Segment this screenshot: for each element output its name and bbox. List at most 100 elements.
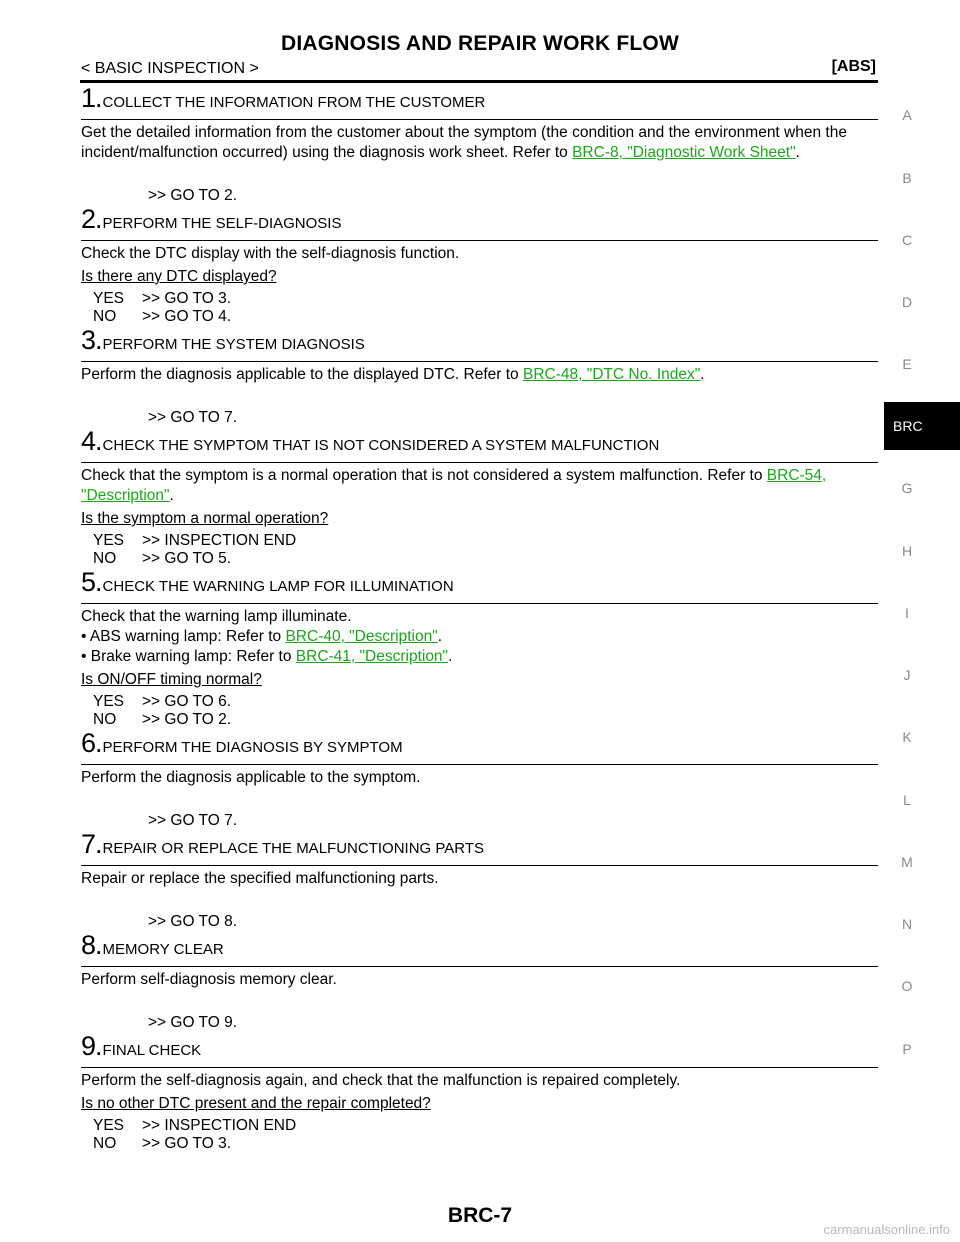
step-header: 8. MEMORY CLEAR [81, 930, 878, 962]
goto-instruction: >> GO TO 9. [148, 1014, 238, 1031]
page-number: BRC-7 [447, 1204, 513, 1227]
step-description: Perform the diagnosis applicable to the … [81, 769, 421, 786]
answer-value: >> INSPECTION END [142, 1117, 297, 1134]
step-divider [81, 240, 878, 241]
answer-value: >> GO TO 3. [142, 290, 232, 307]
answer-key: NO [93, 550, 117, 567]
step-3: 3. PERFORM THE SYSTEM DIAGNOSIS Perform … [81, 327, 878, 427]
bullet-item: • ABS warning lamp: Refer to BRC-40, "De… [81, 627, 878, 647]
step-title: REPAIR OR REPLACE THE MALFUNCTIONING PAR… [102, 840, 484, 857]
step-number: 1. [81, 83, 103, 113]
index-tab-h[interactable]: H [901, 543, 913, 559]
step-divider [81, 119, 878, 120]
step-question: Is no other DTC present and the repair c… [81, 1095, 431, 1112]
section-index-tabs: A B C D E BRC G H I J K L M N O P [884, 0, 960, 1242]
step-title: PERFORM THE SELF-DIAGNOSIS [102, 215, 342, 232]
step-number: 6. [81, 728, 103, 758]
step-title: PERFORM THE SYSTEM DIAGNOSIS [102, 336, 365, 353]
step-title: FINAL CHECK [102, 1042, 202, 1059]
bullet-text: • ABS warning lamp: Refer to [81, 628, 286, 645]
step-description: Repair or replace the specified malfunct… [81, 870, 439, 887]
index-tab-brc[interactable]: BRC [884, 402, 960, 450]
index-tab-m[interactable]: M [901, 854, 913, 870]
index-tab-p[interactable]: P [902, 1041, 912, 1057]
reference-link[interactable]: BRC-41, "Description" [295, 648, 449, 665]
step-1: 1. COLLECT THE INFORMATION FROM THE CUST… [81, 83, 878, 205]
answer-key: YES [93, 532, 125, 549]
index-tab-o[interactable]: O [901, 978, 913, 994]
index-tab-a[interactable]: A [902, 107, 912, 123]
index-tab-k[interactable]: K [902, 729, 912, 745]
step-number: 8. [81, 930, 103, 960]
index-tab-j[interactable]: J [903, 667, 911, 683]
answer-value: >> GO TO 4. [142, 308, 232, 325]
step-header: 6. PERFORM THE DIAGNOSIS BY SYMPTOM [81, 728, 878, 760]
bullet-text: • Brake warning lamp: Refer to [81, 648, 296, 665]
answer-list: YES>> GO TO 3. NO>> GO TO 4. [93, 290, 878, 326]
reference-link[interactable]: BRC-48, "DTC No. Index" [522, 366, 701, 383]
goto-instruction: >> GO TO 2. [148, 187, 238, 204]
step-question: Is ON/OFF timing normal? [81, 671, 262, 688]
index-tab-i[interactable]: I [905, 605, 909, 621]
reference-link[interactable]: BRC-54, "Description" [81, 467, 827, 504]
reference-link[interactable]: BRC-40, "Description" [285, 628, 438, 645]
index-tab-l[interactable]: L [903, 792, 911, 808]
index-tab-c[interactable]: C [901, 232, 913, 248]
step-title: PERFORM THE DIAGNOSIS BY SYMPTOM [102, 739, 403, 756]
bullet-text: . [448, 648, 453, 665]
index-tab-g[interactable]: G [901, 480, 913, 496]
answer-key: NO [93, 1135, 117, 1152]
answer-row: YES>> GO TO 3. [93, 290, 878, 308]
goto-instruction: >> GO TO 7. [148, 812, 238, 829]
step-5: 5. CHECK THE WARNING LAMP FOR ILLUMINATI… [81, 567, 878, 729]
step-divider [81, 966, 878, 967]
step-2: 2. PERFORM THE SELF-DIAGNOSIS Check the … [81, 206, 878, 326]
index-tab-d[interactable]: D [901, 294, 913, 310]
answer-row: NO>> GO TO 5. [93, 550, 878, 568]
answer-list: YES >> INSPECTION END NO>> GO TO 5. [93, 532, 878, 568]
step-title: COLLECT THE INFORMATION FROM THE CUSTOME… [102, 94, 486, 111]
page-title: DIAGNOSIS AND REPAIR WORK FLOW [281, 32, 679, 55]
step-4: 4. CHECK THE SYMPTOM THAT IS NOT CONSIDE… [81, 428, 878, 568]
reference-link[interactable]: BRC-8, "Diagnostic Work Sheet" [572, 144, 796, 161]
answer-value: >> INSPECTION END [142, 532, 297, 549]
index-tab-e[interactable]: E [902, 356, 912, 372]
index-tab-n[interactable]: N [901, 916, 913, 932]
step-divider [81, 361, 878, 362]
bullet-item: • Brake warning lamp: Refer to BRC-41, "… [81, 647, 878, 667]
answer-row: YES>> INSPECTION END [93, 1117, 878, 1135]
step-description: Check that the symptom is a normal opera… [81, 466, 878, 506]
description-text: Get the detailed information from the cu… [81, 124, 847, 161]
answer-value: >> GO TO 3. [142, 1135, 232, 1152]
step-header: 9. FINAL CHECK [81, 1033, 878, 1063]
step-divider [81, 462, 878, 463]
description-text: . [795, 144, 800, 161]
step-number: 5. [81, 567, 103, 597]
step-number: 7. [81, 829, 103, 859]
step-header: 4. CHECK THE SYMPTOM THAT IS NOT CONSIDE… [81, 428, 878, 458]
step-6: 6. PERFORM THE DIAGNOSIS BY SYMPTOM Perf… [81, 728, 878, 830]
answer-row: NO >> GO TO 3. [93, 1135, 878, 1153]
bullet-list: • ABS warning lamp: Refer to BRC-40, "De… [81, 627, 878, 667]
step-divider [81, 1067, 878, 1068]
description-text: Perform the diagnosis applicable to the … [81, 366, 523, 383]
bullet-text: . [437, 628, 443, 645]
answer-row: YES >> INSPECTION END [93, 532, 878, 550]
step-title: CHECK THE SYMPTOM THAT IS NOT CONSIDERED… [102, 437, 660, 454]
step-question: Is there any DTC displayed? [81, 268, 277, 285]
goto-instruction: >> GO TO 8. [148, 913, 238, 930]
step-description: Check the DTC display with the self-diag… [81, 245, 460, 262]
work-flow-content: 1. COLLECT THE INFORMATION FROM THE CUST… [81, 84, 878, 1153]
answer-key: YES [93, 693, 125, 710]
answer-row: NO>> GO TO 4. [93, 308, 878, 326]
step-header: 7. REPAIR OR REPLACE THE MALFUNCTIONING … [81, 829, 878, 861]
step-divider [81, 865, 878, 866]
step-title: CHECK THE WARNING LAMP FOR ILLUMINATION [102, 578, 454, 595]
section-label: < BASIC INSPECTION > [81, 60, 259, 77]
system-label: [ABS] [831, 58, 876, 75]
answer-key: NO [93, 711, 117, 728]
step-question: Is the symptom a normal operation? [81, 510, 329, 527]
index-tab-b[interactable]: B [902, 170, 912, 186]
step-header: 3. PERFORM THE SYSTEM DIAGNOSIS [81, 327, 878, 357]
answer-value: >> GO TO 6. [142, 693, 232, 710]
